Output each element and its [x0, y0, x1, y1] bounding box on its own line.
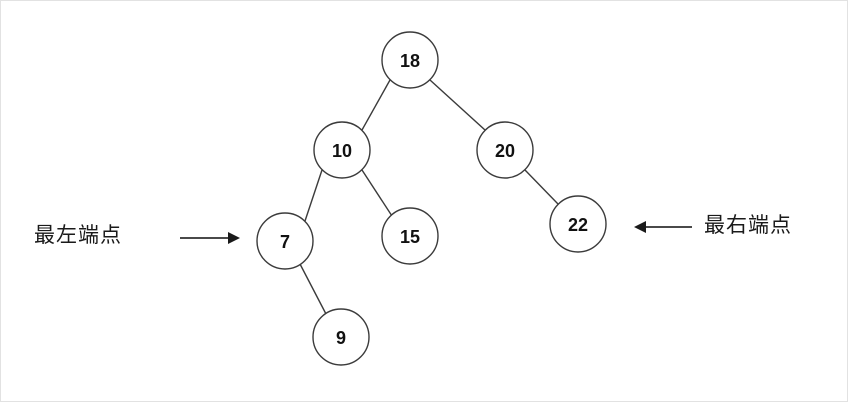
node-label-7: 7	[280, 232, 290, 252]
edge-18-20	[429, 79, 486, 131]
edge-18-10	[361, 79, 391, 131]
node-circle-9[interactable]	[312, 308, 370, 366]
node-circle-7[interactable]	[256, 212, 314, 270]
left-arrow-head	[228, 232, 240, 244]
node-circle-15[interactable]	[381, 207, 439, 265]
tree-node-9[interactable]: 9	[312, 308, 370, 366]
edge-group	[299, 79, 559, 315]
right-annotation-arrow-icon	[634, 221, 692, 233]
leftmost-endpoint-label: 最左端点	[34, 223, 122, 247]
node-label-10: 10	[332, 141, 352, 161]
edge-10-15	[361, 169, 393, 217]
node-label-20: 20	[495, 141, 515, 161]
left-annotation-arrow-icon	[180, 232, 240, 244]
node-circle-22[interactable]	[549, 195, 607, 253]
tree-node-20[interactable]: 20	[476, 121, 534, 179]
node-label-22: 22	[568, 215, 588, 235]
tree-node-7[interactable]: 7	[256, 212, 314, 270]
node-circle-18[interactable]	[381, 31, 439, 89]
node-circle-20[interactable]	[476, 121, 534, 179]
tree-node-15[interactable]: 15	[381, 207, 439, 265]
right-arrow-head	[634, 221, 646, 233]
rightmost-endpoint-label: 最右端点	[704, 213, 792, 237]
edge-10-7	[304, 169, 323, 222]
edge-20-22	[524, 169, 559, 205]
node-label-15: 15	[400, 227, 420, 247]
tree-node-10[interactable]: 10	[313, 121, 371, 179]
tree-node-18[interactable]: 18	[381, 31, 439, 89]
node-label-9: 9	[336, 328, 346, 348]
tree-node-22[interactable]: 22	[549, 195, 607, 253]
node-label-18: 18	[400, 51, 420, 71]
node-circle-10[interactable]	[313, 121, 371, 179]
node-group: 18 10 20 7 15 22	[256, 31, 607, 366]
edge-7-9	[299, 263, 327, 315]
